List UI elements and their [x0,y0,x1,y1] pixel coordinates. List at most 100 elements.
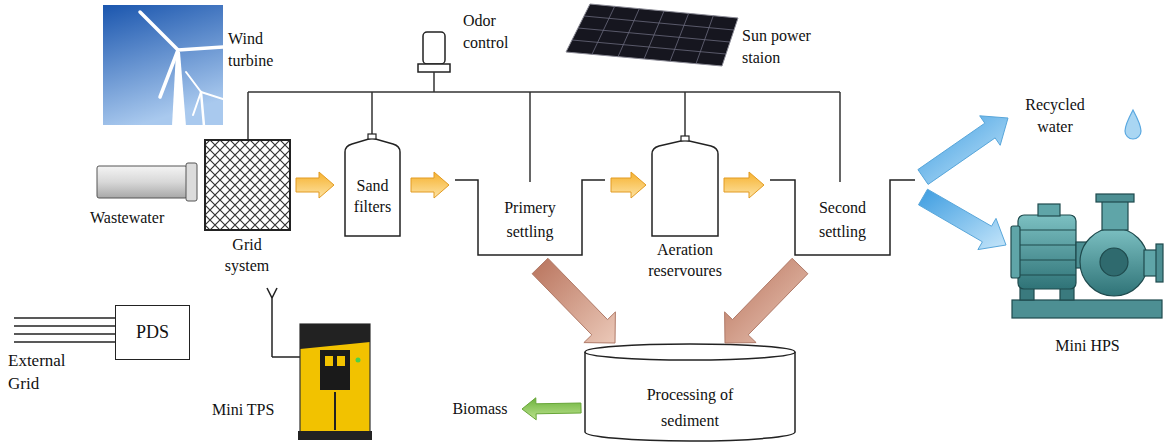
water-drop [1125,110,1141,139]
cell-line [584,16,734,30]
flow-arrow [919,189,1007,249]
generator-body [1018,215,1076,289]
cell-line [572,40,726,54]
tps-cabinet [298,324,372,440]
control-panel [320,350,350,390]
antenna-symbol [267,288,300,357]
grid-screen [205,140,290,230]
silo-cap [368,134,376,139]
filter-stage: Sand filters [340,138,405,236]
bus-drop [839,92,841,182]
antenna-arm [267,288,272,298]
component-label: Mini TPS [212,399,274,421]
sediment-tank [585,352,795,441]
aeration-stage: Aeration reservoures [652,140,718,236]
cell-line [578,28,730,42]
node-text: Mini HPS [1010,336,1165,357]
tank-node: Processing of sediment [585,344,795,441]
cabinet-body [300,324,370,436]
settling-stage: Second settling [770,172,915,258]
machine-foot [1020,288,1034,300]
panel-indicator [325,356,333,366]
feeder-line [14,317,115,319]
flow-arrow [725,258,808,343]
cooling-fin [1018,244,1076,245]
cabinet-top [300,324,370,349]
odor-control-base [418,64,450,72]
turbine-hub [1100,248,1128,276]
wastewater-pipe [97,166,187,198]
generator-cap [1011,226,1020,278]
output-node: Biomass [442,397,518,421]
flow-arrow [522,398,581,420]
component-label: Odor control [463,10,523,53]
solar-cell-grid [572,6,734,63]
door-seam [334,392,336,430]
bus-drop [433,72,435,92]
node-text: Processing of sediment [625,382,755,434]
odor-control-unit [423,32,445,64]
pipe-flange [1096,194,1134,202]
turbine-blade [193,92,201,115]
feeder-line [14,325,115,327]
antenna-mast [271,298,273,357]
node-text: Primery settling [480,196,580,244]
node-text: Grid system [217,235,277,277]
outlet-pipe [1102,200,1128,230]
machine-foot [1060,288,1074,300]
bus-drop [371,92,373,136]
turbine-blade [186,72,201,92]
flow-arrow [724,172,764,198]
grid-feeder-lines [14,318,115,342]
node-text: Aeration reservoures [625,240,745,282]
tank-top [585,344,795,360]
node-text: Second settling [795,196,890,244]
wind-turbine-symbol [140,12,223,125]
screen-stage: Grid system [205,140,290,230]
bus-drop [247,92,249,140]
bus-drop [684,92,686,138]
terminal-box [1038,204,1060,216]
silo-tank [345,138,400,236]
flow-arrow [611,172,646,198]
panel-indicator [337,356,345,366]
flow-arrow [532,258,615,343]
component-label: Wastewater [90,207,164,229]
flow-arrow [918,116,1008,185]
cooling-fin [1018,274,1076,275]
cooling-fin [1018,259,1076,260]
pipe-flange [1156,244,1163,282]
feeder-line [14,333,115,335]
settling-stage: Primery settling [455,172,605,258]
process-box: PDS [115,305,190,360]
component-label: Sun power staion [742,25,824,68]
turbine-blade [201,92,223,99]
silo-cap [681,136,689,141]
hydro-turbine-machine [1011,194,1163,318]
flow-arrow [296,172,334,198]
solar-panel [566,4,738,66]
status-light [356,358,361,363]
turbine-blade [178,47,223,50]
output-node: Recycled water [1012,92,1150,146]
settling-basin [770,180,915,255]
settling-basin [455,180,605,255]
base-plate [1012,300,1162,318]
turbine-blade [160,50,178,97]
flow-arrow [411,172,449,198]
component-label: External Grid [8,350,86,396]
bus-drop [529,92,531,182]
turbine-volute [1080,228,1148,296]
pipe-flange [186,163,197,201]
cabinet-base [298,431,372,440]
bus-line [248,91,840,93]
node-text: PDS [116,321,189,344]
power-station: Mini HPS [1010,190,1165,332]
turbine-tower [201,92,204,125]
wind-turbine-photo [103,5,223,125]
node-text: Sand filters [346,176,399,218]
cooling-fin [1018,229,1076,230]
